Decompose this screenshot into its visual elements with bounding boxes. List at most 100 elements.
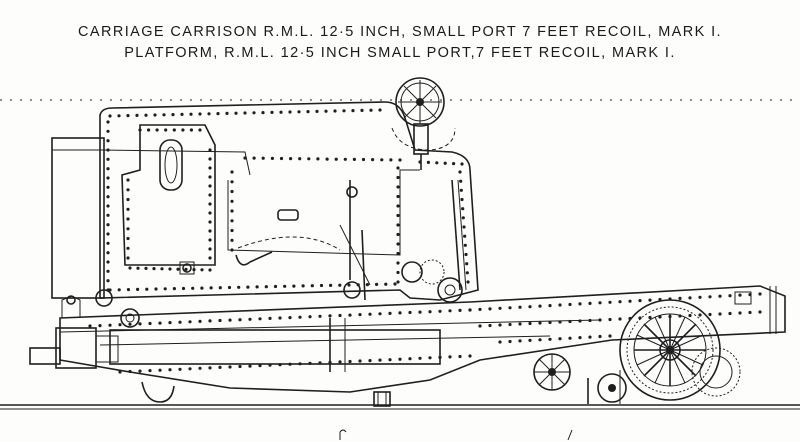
rivet [230,189,234,194]
rivet [188,367,192,371]
rivet [148,321,152,326]
rivet [728,294,732,298]
rivet [435,161,439,165]
rivet [588,335,592,339]
rivet [126,227,130,231]
rivet [462,225,466,229]
rivet [138,128,142,132]
rivet [228,365,232,369]
rivet [270,156,274,160]
rivet [389,158,393,162]
rivet [208,247,212,251]
rivet [498,323,502,327]
rivet [208,184,212,188]
ground-rail [0,99,800,410]
rivet [368,312,372,316]
rivet [538,321,542,325]
rivet [126,246,130,250]
rivet [568,319,572,324]
rivet [126,217,130,221]
rivet [698,313,702,317]
rivet [298,157,302,161]
rivet [333,109,337,113]
rivet [438,355,442,359]
rivet [163,287,167,291]
rivet [246,285,250,289]
rivet [396,175,400,180]
rivet [106,279,110,283]
rivet [208,211,212,215]
rivet [568,302,572,307]
rivet [528,321,532,326]
rivet [348,313,352,317]
rivet [181,286,186,291]
rivet [698,295,702,299]
rivet [460,162,464,166]
rivet [618,300,622,304]
rivet [608,300,612,304]
rivet [369,108,373,112]
rivet [588,301,592,305]
rivet [329,283,333,287]
rivet [198,128,202,132]
rivet [338,313,342,318]
rivet [658,297,662,302]
rivet [396,251,400,256]
rivet [718,294,722,298]
rivet [126,236,130,241]
rivet [418,310,422,314]
rivet [106,176,110,180]
rivet [396,204,400,208]
rivet [273,284,278,289]
rivet [298,315,302,319]
rivet [292,284,296,288]
rivet [396,242,400,246]
rivet [380,158,384,162]
rivet [758,310,762,314]
rivet [528,305,532,309]
rivet [658,315,662,319]
rivet [375,282,379,286]
rivet [192,268,196,272]
rivet [168,267,172,271]
rivet [638,299,642,303]
rivet [208,166,212,170]
rivet [248,364,252,368]
rivet [358,359,362,363]
rivet [628,299,632,303]
rivet [135,113,139,117]
rivet [118,370,122,374]
rivet [258,364,262,368]
rivet [396,213,400,218]
rivet [279,110,283,114]
rivet [208,319,212,323]
rivet [227,285,232,290]
rivet [578,302,582,306]
rivet [126,197,130,202]
rivet [207,112,211,116]
rivet [638,316,642,320]
rivet [252,156,256,160]
rivet [396,232,400,237]
rivet [448,309,452,313]
rivet [301,284,305,288]
rivet [608,317,612,322]
rivet [208,193,212,197]
rivet [258,317,262,321]
gun-breech [51,137,105,299]
rivet [458,354,462,359]
rivet [136,287,140,291]
rivet [368,359,372,363]
rivet [106,232,110,236]
rivet [518,322,522,326]
rivet [283,284,287,288]
rivet [488,307,492,311]
rivet [548,337,552,341]
rivet [106,157,110,161]
rivet [371,158,375,162]
rivet [498,306,502,310]
rivet [298,362,302,366]
rivet [508,339,512,344]
rivet [598,301,602,305]
